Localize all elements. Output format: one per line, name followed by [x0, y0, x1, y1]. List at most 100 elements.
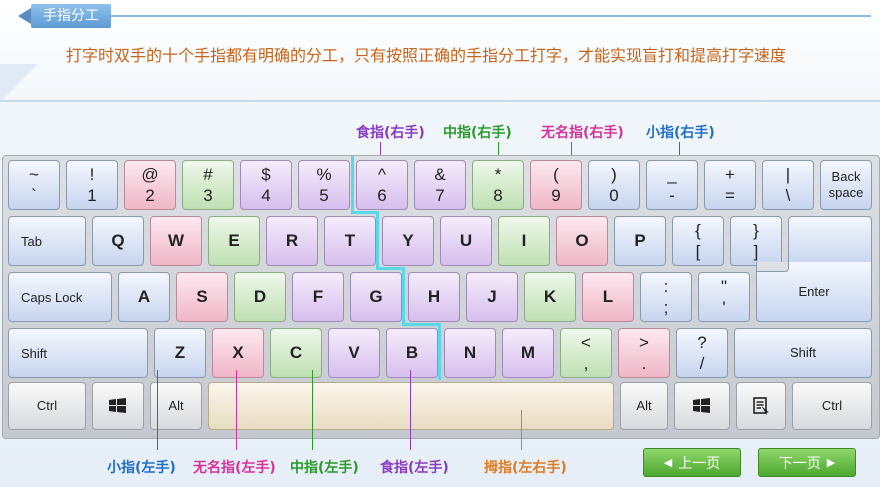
key-7[interactable]: &7	[414, 160, 466, 210]
pointer-left-index	[410, 370, 411, 450]
key-g[interactable]: G	[350, 272, 402, 322]
label-left-ring: 无名指(左手)	[193, 460, 276, 476]
pointer-left-middle	[312, 370, 313, 450]
key-space[interactable]	[208, 382, 614, 430]
key-8[interactable]: *8	[472, 160, 524, 210]
hand-divider	[351, 156, 354, 213]
hand-divider	[438, 323, 441, 380]
label-right-middle: 中指(右手)	[443, 125, 512, 141]
key-z[interactable]: Z	[154, 328, 206, 378]
key-x[interactable]: X	[212, 328, 264, 378]
header-band	[0, 0, 880, 102]
key-p[interactable]: P	[614, 216, 666, 266]
key-left-windows[interactable]	[92, 382, 144, 430]
key-left-shift[interactable]: Shift	[8, 328, 148, 378]
key-e[interactable]: E	[208, 216, 260, 266]
key-1[interactable]: !1	[66, 160, 118, 210]
next-page-label: 下一页	[778, 455, 821, 472]
key-u[interactable]: U	[440, 216, 492, 266]
key-r[interactable]: R	[266, 216, 318, 266]
header-fold-decoration	[0, 64, 40, 100]
key-tab[interactable]: Tab	[8, 216, 86, 266]
key-k[interactable]: K	[524, 272, 576, 322]
label-left-index: 食指(左手)	[380, 460, 449, 476]
label-thumb: 拇指(左右手)	[484, 460, 567, 476]
key-v[interactable]: V	[328, 328, 380, 378]
key-l[interactable]: L	[582, 272, 634, 322]
ribbon-fold-decoration	[18, 8, 31, 24]
key-right-alt[interactable]: Alt	[620, 382, 668, 430]
key-j[interactable]: J	[466, 272, 518, 322]
intro-text: 打字时双手的十个手指都有明确的分工，只有按照正确的手指分工打字，才能实现盲打和提…	[66, 46, 787, 65]
label-left-middle: 中指(左手)	[290, 460, 359, 476]
key-2[interactable]: @2	[124, 160, 176, 210]
pointer-left-ring	[236, 370, 237, 450]
key-caps-lock[interactable]: Caps Lock	[8, 272, 112, 322]
hand-divider	[351, 211, 378, 214]
key-3[interactable]: #3	[182, 160, 234, 210]
key-quote[interactable]: "'	[698, 272, 750, 322]
hand-divider	[376, 267, 404, 270]
prev-page-button[interactable]: ◀ 上一页	[643, 448, 741, 477]
key-enter-top[interactable]	[788, 216, 872, 266]
key-b[interactable]: B	[386, 328, 438, 378]
enter-notch	[757, 262, 789, 272]
key-d[interactable]: D	[234, 272, 286, 322]
arrow-right-icon: ▶	[826, 456, 836, 469]
key-m[interactable]: M	[502, 328, 554, 378]
key-backslash[interactable]: |\	[762, 160, 814, 210]
key-right-shift[interactable]: Shift	[734, 328, 872, 378]
key-0[interactable]: )0	[588, 160, 640, 210]
key-y[interactable]: Y	[382, 216, 434, 266]
menu-icon	[737, 383, 785, 429]
key-left-alt[interactable]: Alt	[150, 382, 202, 430]
key-enter[interactable]: Enter	[756, 262, 872, 322]
pointer-left-little	[157, 370, 158, 450]
windows-icon	[675, 383, 729, 429]
key-comma[interactable]: <,	[560, 328, 612, 378]
key-t[interactable]: T	[324, 216, 376, 266]
key-6[interactable]: ^6	[356, 160, 408, 210]
key-s[interactable]: S	[176, 272, 228, 322]
label-right-index: 食指(右手)	[356, 125, 425, 141]
key-4[interactable]: $4	[240, 160, 292, 210]
key-left-ctrl[interactable]: Ctrl	[8, 382, 86, 430]
key-equal[interactable]: +=	[704, 160, 756, 210]
key-f[interactable]: F	[292, 272, 344, 322]
label-right-ring: 无名指(右手)	[541, 125, 624, 141]
key-9[interactable]: (9	[530, 160, 582, 210]
section-divider	[111, 15, 871, 17]
key-5[interactable]: %5	[298, 160, 350, 210]
key-period[interactable]: >.	[618, 328, 670, 378]
pointer-right-little	[679, 142, 680, 160]
key-h[interactable]: H	[408, 272, 460, 322]
key-left-bracket[interactable]: {[	[672, 216, 724, 266]
key-right-ctrl[interactable]: Ctrl	[792, 382, 872, 430]
key-c[interactable]: C	[270, 328, 322, 378]
key-q[interactable]: Q	[92, 216, 144, 266]
key-semicolon[interactable]: :;	[640, 272, 692, 322]
key-menu[interactable]	[736, 382, 786, 430]
pointer-right-index	[380, 142, 381, 160]
key-right-bracket[interactable]: }]	[730, 216, 782, 266]
key-o[interactable]: O	[556, 216, 608, 266]
arrow-left-icon: ◀	[663, 456, 673, 469]
prev-page-label: 上一页	[678, 455, 721, 472]
hand-divider	[402, 323, 440, 326]
key-minus[interactable]: _-	[646, 160, 698, 210]
key-backspace[interactable]: Back space	[820, 160, 872, 210]
pointer-right-ring	[571, 142, 572, 160]
label-left-little: 小指(左手)	[107, 460, 176, 476]
key-n[interactable]: N	[444, 328, 496, 378]
key-w[interactable]: W	[150, 216, 202, 266]
windows-icon	[93, 383, 143, 429]
hand-divider	[402, 267, 405, 325]
key-slash[interactable]: ?/	[676, 328, 728, 378]
key-a[interactable]: A	[118, 272, 170, 322]
next-page-button[interactable]: 下一页 ▶	[758, 448, 856, 477]
key-i[interactable]: I	[498, 216, 550, 266]
key-right-windows[interactable]	[674, 382, 730, 430]
key-grave[interactable]: ~`	[8, 160, 60, 210]
pointer-right-middle	[498, 142, 499, 160]
section-title: 手指分工	[31, 4, 111, 28]
